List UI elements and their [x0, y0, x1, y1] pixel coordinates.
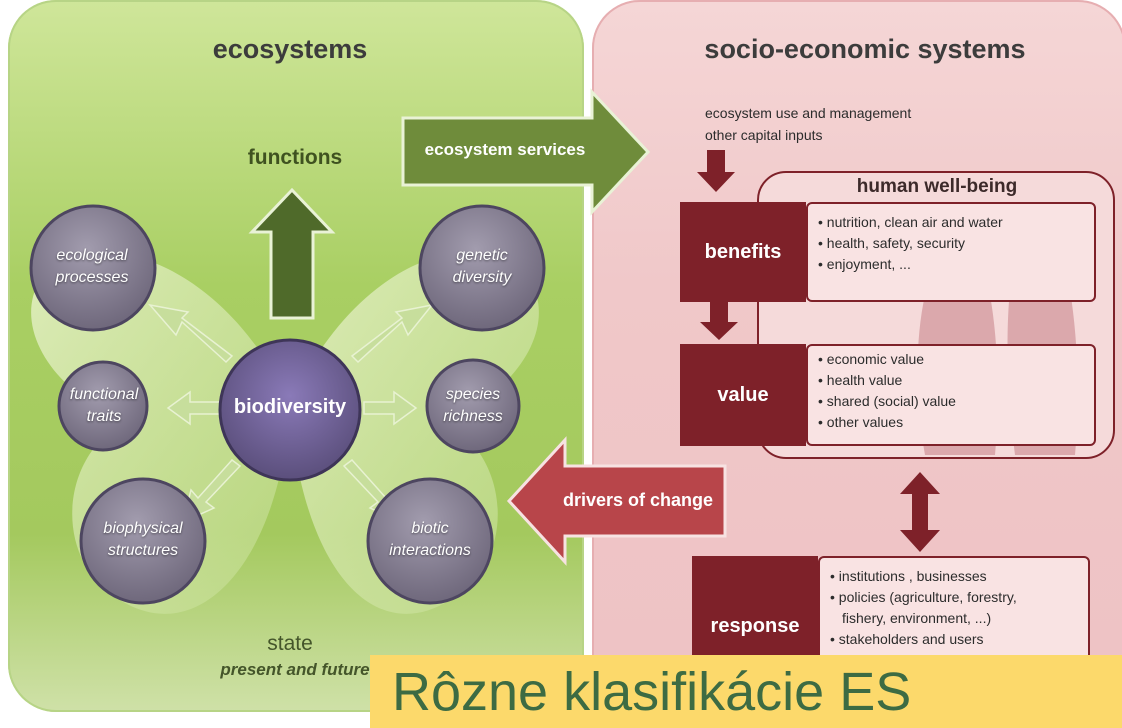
- value-box: value: [680, 344, 806, 446]
- functions-label: functions: [247, 146, 343, 169]
- response-item: fishery, environment, ...): [842, 610, 992, 626]
- node-biodiversity: [218, 338, 362, 482]
- species-richness-label: species richness: [443, 386, 503, 425]
- benefits-label: benefits: [704, 240, 782, 263]
- value-list: economic value health value shared (soci…: [806, 344, 1096, 446]
- ecosystem-services-label: ecosystem services: [424, 140, 586, 159]
- value-response-double-arrow: [900, 472, 940, 552]
- caption-text: Rôzne klasifikácie ES: [392, 662, 912, 722]
- functions-up-arrow: [248, 187, 336, 320]
- response-item: stakeholders and users: [830, 629, 1078, 650]
- node-genetic-diversity: [418, 204, 546, 332]
- caption-banner: Rôzne klasifikácie ES: [370, 655, 1122, 728]
- arrow-to-genetic-diversity: [350, 303, 434, 364]
- biotic-interactions-label: biotic interactions: [389, 520, 471, 559]
- benefits-to-value-arrow: [700, 302, 738, 340]
- ecosystem-services-arrow: [401, 88, 651, 216]
- inputs-line-1: ecosystem use and management: [705, 105, 912, 121]
- benefits-item: nutrition, clean air and water: [818, 212, 1084, 233]
- biophysical-structures-label: biophysical structures: [103, 520, 183, 559]
- arrow-to-ecological-processes: [148, 303, 234, 364]
- ecological-processes-label: ecological processes: [55, 247, 129, 286]
- benefits-item: enjoyment, ...: [818, 254, 1084, 275]
- value-item: health value: [818, 370, 1084, 391]
- response-item: institutions , businesses: [830, 566, 1078, 587]
- response-item: policies (agriculture, forestry,: [830, 587, 1078, 608]
- state-label: state: [267, 632, 313, 655]
- socio-economic-title: socio-economic systems: [704, 34, 1026, 64]
- benefits-list: nutrition, clean air and water health, s…: [806, 202, 1096, 302]
- node-ecological-processes: [29, 204, 157, 332]
- benefits-box: benefits: [680, 202, 806, 302]
- genetic-diversity-label: genetic diversity: [452, 247, 512, 286]
- value-label: value: [717, 383, 769, 406]
- node-biotic-interactions: [366, 477, 494, 605]
- drivers-of-change-label: drivers of change: [562, 490, 714, 510]
- value-item: shared (social) value: [818, 391, 1084, 412]
- node-species-richness: [425, 358, 521, 454]
- arrow-to-functional-traits: [166, 390, 221, 426]
- inputs-down-arrow: [697, 150, 735, 192]
- human-well-being-title: human well-being: [856, 176, 1018, 197]
- ecosystems-title: ecosystems: [212, 34, 368, 64]
- response-label: response: [710, 614, 800, 637]
- drivers-of-change-arrow: [506, 436, 727, 566]
- node-functional-traits: [57, 360, 149, 452]
- functional-traits-label: functional traits: [69, 386, 139, 425]
- value-item: other values: [818, 412, 1084, 433]
- biodiversity-label: biodiversity: [233, 396, 347, 418]
- node-biophysical-structures: [79, 477, 207, 605]
- value-item: economic value: [818, 349, 1084, 370]
- state-subtitle: present and future: [220, 660, 370, 679]
- benefits-item: health, safety, security: [818, 233, 1084, 254]
- arrow-to-species-richness: [363, 390, 418, 426]
- inputs-line-2: other capital inputs: [705, 127, 823, 143]
